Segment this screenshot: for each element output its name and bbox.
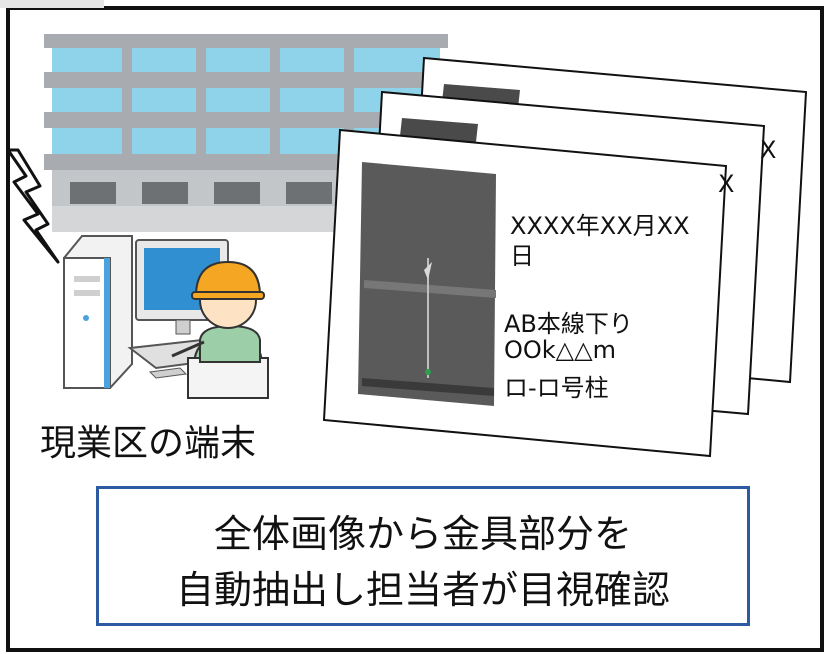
photo-card-front	[322, 128, 728, 458]
back-card-letter: X	[760, 136, 777, 164]
caption-line1: 全体画像から金具部分を	[213, 512, 632, 556]
card-location-line2: OOk△△m	[504, 336, 616, 364]
card-date-line1: XXXX年XX月XX	[510, 212, 690, 240]
card-date-line2: 日	[510, 242, 534, 270]
card-location-line3: ロ-ロ号柱	[504, 374, 609, 402]
caption-line2: 自動抽出し担当者が目視確認	[175, 568, 670, 612]
terminal-label: 現業区の端末	[40, 423, 257, 464]
lightning-icon	[6, 148, 60, 264]
worker-icon	[171, 260, 269, 399]
corner-tab	[0, 0, 104, 8]
caption-box: 全体画像から金具部分を 自動抽出し担当者が目視確認	[96, 486, 750, 626]
card-location-line1: AB本線下り	[504, 310, 633, 338]
back-card-letter: X	[718, 170, 735, 198]
